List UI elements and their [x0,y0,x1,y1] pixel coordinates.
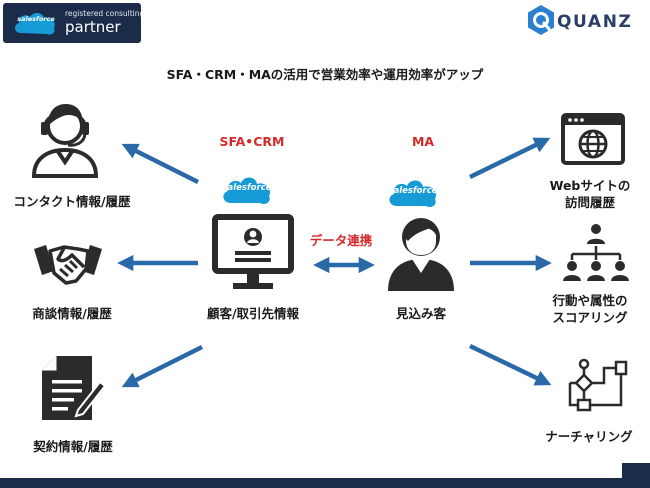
badge-registered-text: registered consulting [65,9,141,18]
arrow-to-contracts [121,344,204,388]
deal-info-label: 商談情報/履歴 [32,306,112,321]
salesforce-partner-badge: salesforce registered consulting partner [3,3,141,43]
arrow-to-contact [121,143,200,185]
salesforce-cloud-badge-left: salesforce [220,172,274,208]
flowchart-icon [568,358,628,412]
prospect-label: 見込み客 [395,306,446,321]
customer-info-label: 顧客/取引先情報 [206,306,300,321]
arrow-to-web-visits [469,137,551,180]
web-visit-label: Webサイトの 訪問履歴 [530,177,650,211]
category-ma: MA [411,134,435,149]
contract-info-label: 契約情報/履歴 [33,439,113,454]
salesforce-cloud-icon [223,177,271,205]
salesforce-cloud-icon [389,180,437,208]
monitor-icon [212,214,294,289]
scoring-label-line2: スコアリング [552,310,628,325]
prospect-person-icon [388,218,454,291]
web-visit-label-line2: 訪問履歴 [564,195,615,210]
category-sfa-crm: SFA•CRM [219,134,285,149]
nurturing-label: ナーチャリング [545,429,633,444]
web-browser-globe-icon [561,113,625,165]
footer-bar [0,478,650,488]
web-visit-label-line1: Webサイトの [549,178,631,193]
contact-info-label: コンタクト情報/履歴 [13,194,131,209]
page-heading: SFA・CRM・MAの活用で営業効率や運用効率がアップ [166,67,484,82]
salesforce-cloud-text: salesforce [388,186,438,196]
salesforce-cloud-badge-right: salesforce [386,175,440,211]
scoring-label-line1: 行動や属性の [552,293,628,308]
operator-headset-icon [31,104,99,178]
badge-partner-text: partner [65,18,121,36]
hierarchy-people-icon [563,224,629,281]
quanz-logo: QUANZ [523,4,645,38]
badge-cloud-text: salesforce [17,15,55,23]
arrow-to-nurturing [469,343,552,386]
contract-document-icon [42,356,106,420]
data-link-label: データ連携 [309,233,373,248]
footer-corner-tab [622,463,650,479]
handshake-icon [34,245,102,285]
salesforce-cloud-text: salesforce [222,183,272,193]
quanz-logo-icon [528,5,554,35]
scoring-label: 行動や属性の スコアリング [530,292,650,326]
quanz-logo-text: QUANZ [557,12,633,32]
salesforce-cloud-icon [15,12,55,35]
